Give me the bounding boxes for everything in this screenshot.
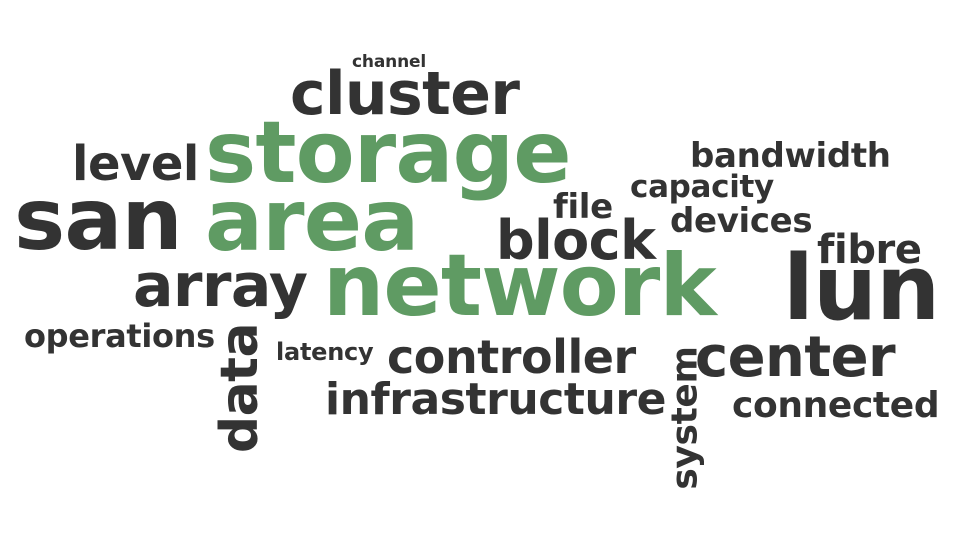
- word-file: file: [553, 187, 613, 227]
- word-devices: devices: [670, 201, 813, 241]
- word-fibre: fibre: [817, 227, 922, 273]
- word-level: level: [72, 136, 199, 192]
- word-area: area: [205, 171, 419, 271]
- word-network: network: [323, 236, 717, 336]
- word-data: data: [210, 322, 271, 454]
- word-infrastructure: infrastructure: [325, 374, 667, 425]
- word-center: center: [695, 325, 896, 390]
- word-latency: latency: [276, 338, 374, 366]
- word-capacity: capacity: [630, 169, 774, 205]
- word-connected: connected: [732, 385, 940, 426]
- word-controller: controller: [387, 330, 636, 384]
- word-cluster: cluster: [290, 59, 520, 129]
- word-san: san: [14, 170, 183, 270]
- word-operations: operations: [24, 317, 215, 355]
- word-array: array: [133, 251, 308, 321]
- word-bandwidth: bandwidth: [690, 136, 891, 176]
- word-block: block: [496, 209, 656, 272]
- word-channel: channel: [352, 52, 427, 72]
- word-storage: storage: [205, 103, 572, 203]
- word-lun: lun: [783, 236, 940, 341]
